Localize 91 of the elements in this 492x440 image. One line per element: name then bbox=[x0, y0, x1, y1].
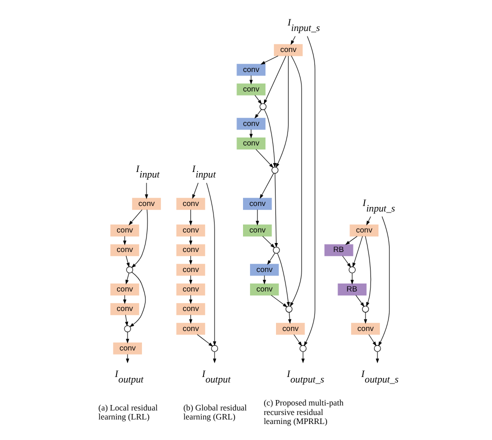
arrow bbox=[249, 75, 253, 84]
node-box: conv bbox=[176, 264, 206, 276]
arrow bbox=[126, 256, 130, 268]
arrow bbox=[192, 182, 198, 200]
node-circle bbox=[374, 345, 381, 352]
node-box: conv bbox=[110, 224, 140, 236]
arrow bbox=[290, 56, 302, 307]
arrow bbox=[264, 56, 286, 104]
label: (c) Proposed multi-path recursive residual learning (MPRRL) bbox=[264, 398, 344, 426]
arrow bbox=[128, 209, 142, 226]
arrow bbox=[189, 275, 192, 285]
arrow bbox=[256, 149, 274, 168]
arrow bbox=[129, 272, 146, 328]
node-circle bbox=[362, 306, 369, 313]
arrow bbox=[196, 334, 214, 347]
node-box: conv bbox=[176, 198, 206, 210]
arrow bbox=[260, 56, 278, 64]
arrow bbox=[254, 94, 262, 104]
arrow bbox=[260, 172, 274, 199]
arrow bbox=[345, 236, 358, 245]
arrow bbox=[189, 209, 192, 226]
node-box: conv bbox=[250, 264, 279, 276]
node-box: conv bbox=[176, 224, 206, 236]
arrow bbox=[256, 209, 260, 226]
node-box: conv bbox=[176, 244, 206, 256]
arrow bbox=[368, 334, 376, 346]
node-box: conv bbox=[236, 138, 266, 150]
arrow bbox=[288, 312, 292, 324]
node-box: RB bbox=[324, 244, 354, 256]
node-circle bbox=[211, 345, 218, 352]
arrow bbox=[254, 109, 262, 119]
arrow bbox=[264, 110, 276, 168]
node-box: conv bbox=[236, 118, 266, 130]
node-box: conv bbox=[176, 284, 206, 296]
arrow bbox=[262, 275, 266, 285]
node-box: conv bbox=[276, 322, 305, 335]
arrow bbox=[365, 236, 372, 307]
node-box: conv bbox=[236, 64, 266, 76]
arrow bbox=[294, 334, 302, 346]
arrow bbox=[126, 272, 130, 285]
arrow bbox=[124, 314, 128, 326]
arrow bbox=[376, 351, 380, 364]
arrow bbox=[123, 236, 126, 246]
label: (a) Local residual learning (LRL) bbox=[98, 402, 158, 422]
node-circle bbox=[260, 103, 266, 110]
node-box: conv bbox=[243, 224, 272, 236]
node-circle bbox=[300, 345, 306, 352]
arrow bbox=[356, 294, 364, 307]
node-circle bbox=[126, 266, 134, 274]
arrow bbox=[270, 294, 288, 308]
arrow bbox=[131, 209, 148, 268]
arrow bbox=[123, 294, 126, 304]
node-circle bbox=[272, 246, 280, 254]
arrow bbox=[189, 294, 192, 304]
node-box: conv bbox=[274, 44, 303, 56]
arrow bbox=[262, 236, 275, 248]
node-box: conv bbox=[236, 83, 266, 96]
arrow bbox=[274, 173, 278, 248]
node-box: conv bbox=[351, 322, 380, 335]
arrow bbox=[206, 182, 216, 346]
arrow bbox=[290, 36, 296, 46]
node-box: conv bbox=[243, 198, 272, 210]
label: (b) Global residual learning (GRL) bbox=[183, 402, 247, 422]
node-box: conv bbox=[110, 284, 140, 296]
node-circle bbox=[272, 166, 278, 174]
arrow bbox=[378, 216, 390, 346]
arrow bbox=[249, 129, 253, 139]
arrow bbox=[267, 252, 276, 265]
node-box: conv bbox=[350, 224, 378, 236]
arrow bbox=[126, 354, 130, 364]
node-circle bbox=[124, 325, 131, 332]
node-box: conv bbox=[110, 303, 140, 316]
node-circle bbox=[286, 306, 292, 313]
arrow bbox=[352, 236, 363, 268]
node-box: conv bbox=[176, 322, 206, 335]
arrow bbox=[301, 351, 305, 364]
node-circle bbox=[348, 266, 356, 274]
node-box: conv bbox=[110, 244, 140, 256]
arrow bbox=[189, 236, 192, 246]
node-box: conv bbox=[176, 303, 206, 316]
arrow bbox=[364, 312, 368, 324]
node-box: conv bbox=[250, 284, 279, 296]
node-box: RB bbox=[338, 284, 367, 296]
arrow bbox=[126, 332, 130, 344]
node-box: conv bbox=[113, 342, 142, 354]
node-box: conv bbox=[132, 198, 161, 210]
arrow bbox=[342, 256, 352, 268]
arrow bbox=[276, 56, 289, 168]
arrow bbox=[144, 182, 148, 200]
arrow bbox=[304, 36, 316, 346]
arrow bbox=[277, 253, 290, 307]
